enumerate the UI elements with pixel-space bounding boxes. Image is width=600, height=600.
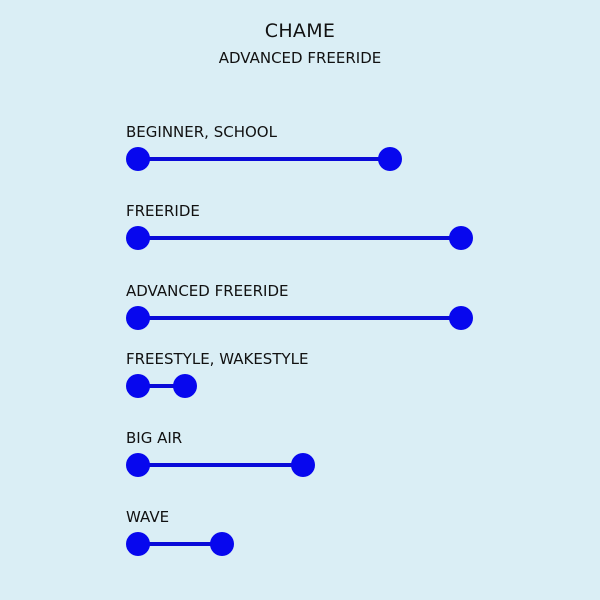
board-name: CHAME: [264, 20, 336, 42]
range-track: [126, 453, 486, 477]
category-beginner-school: BEGINNER, SCHOOL: [126, 123, 486, 183]
category-label: ADVANCED FREERIDE: [126, 282, 289, 300]
range-end-dot: [378, 147, 402, 171]
range-line: [138, 236, 461, 240]
category-big-air: BIG AIR: [126, 429, 486, 489]
range-line: [138, 384, 186, 388]
range-track: [126, 306, 486, 330]
range-track: [126, 532, 486, 556]
range-start-dot: [126, 532, 150, 556]
range-track: [126, 226, 486, 250]
board-type: ADVANCED FREERIDE: [218, 49, 382, 67]
category-freestyle-wakestyle: FREESTYLE, WAKESTYLE: [126, 350, 486, 410]
range-track: [126, 147, 486, 171]
range-line: [138, 463, 303, 467]
range-start-dot: [126, 147, 150, 171]
range-start-dot: [126, 226, 150, 250]
range-end-dot: [290, 453, 315, 477]
category-label: FREERIDE: [126, 202, 200, 220]
range-track: [126, 374, 486, 398]
range-start-dot: [126, 306, 150, 330]
range-start-dot: [126, 374, 150, 398]
category-advanced-freeride: ADVANCED FREERIDE: [126, 282, 486, 342]
category-label: WAVE: [126, 508, 170, 526]
category-label: BIG AIR: [126, 429, 183, 447]
category-wave: WAVE: [126, 508, 486, 568]
range-start-dot: [126, 453, 150, 477]
range-line: [138, 316, 461, 320]
category-label: FREESTYLE, WAKESTYLE: [126, 350, 309, 368]
range-end-dot: [173, 374, 198, 398]
range-end-dot: [448, 306, 473, 330]
range-end-dot: [448, 226, 473, 250]
range-end-dot: [210, 532, 234, 556]
range-line: [138, 542, 222, 546]
category-label: BEGINNER, SCHOOL: [126, 123, 277, 141]
range-line: [138, 157, 390, 161]
category-freeride: FREERIDE: [126, 202, 486, 262]
